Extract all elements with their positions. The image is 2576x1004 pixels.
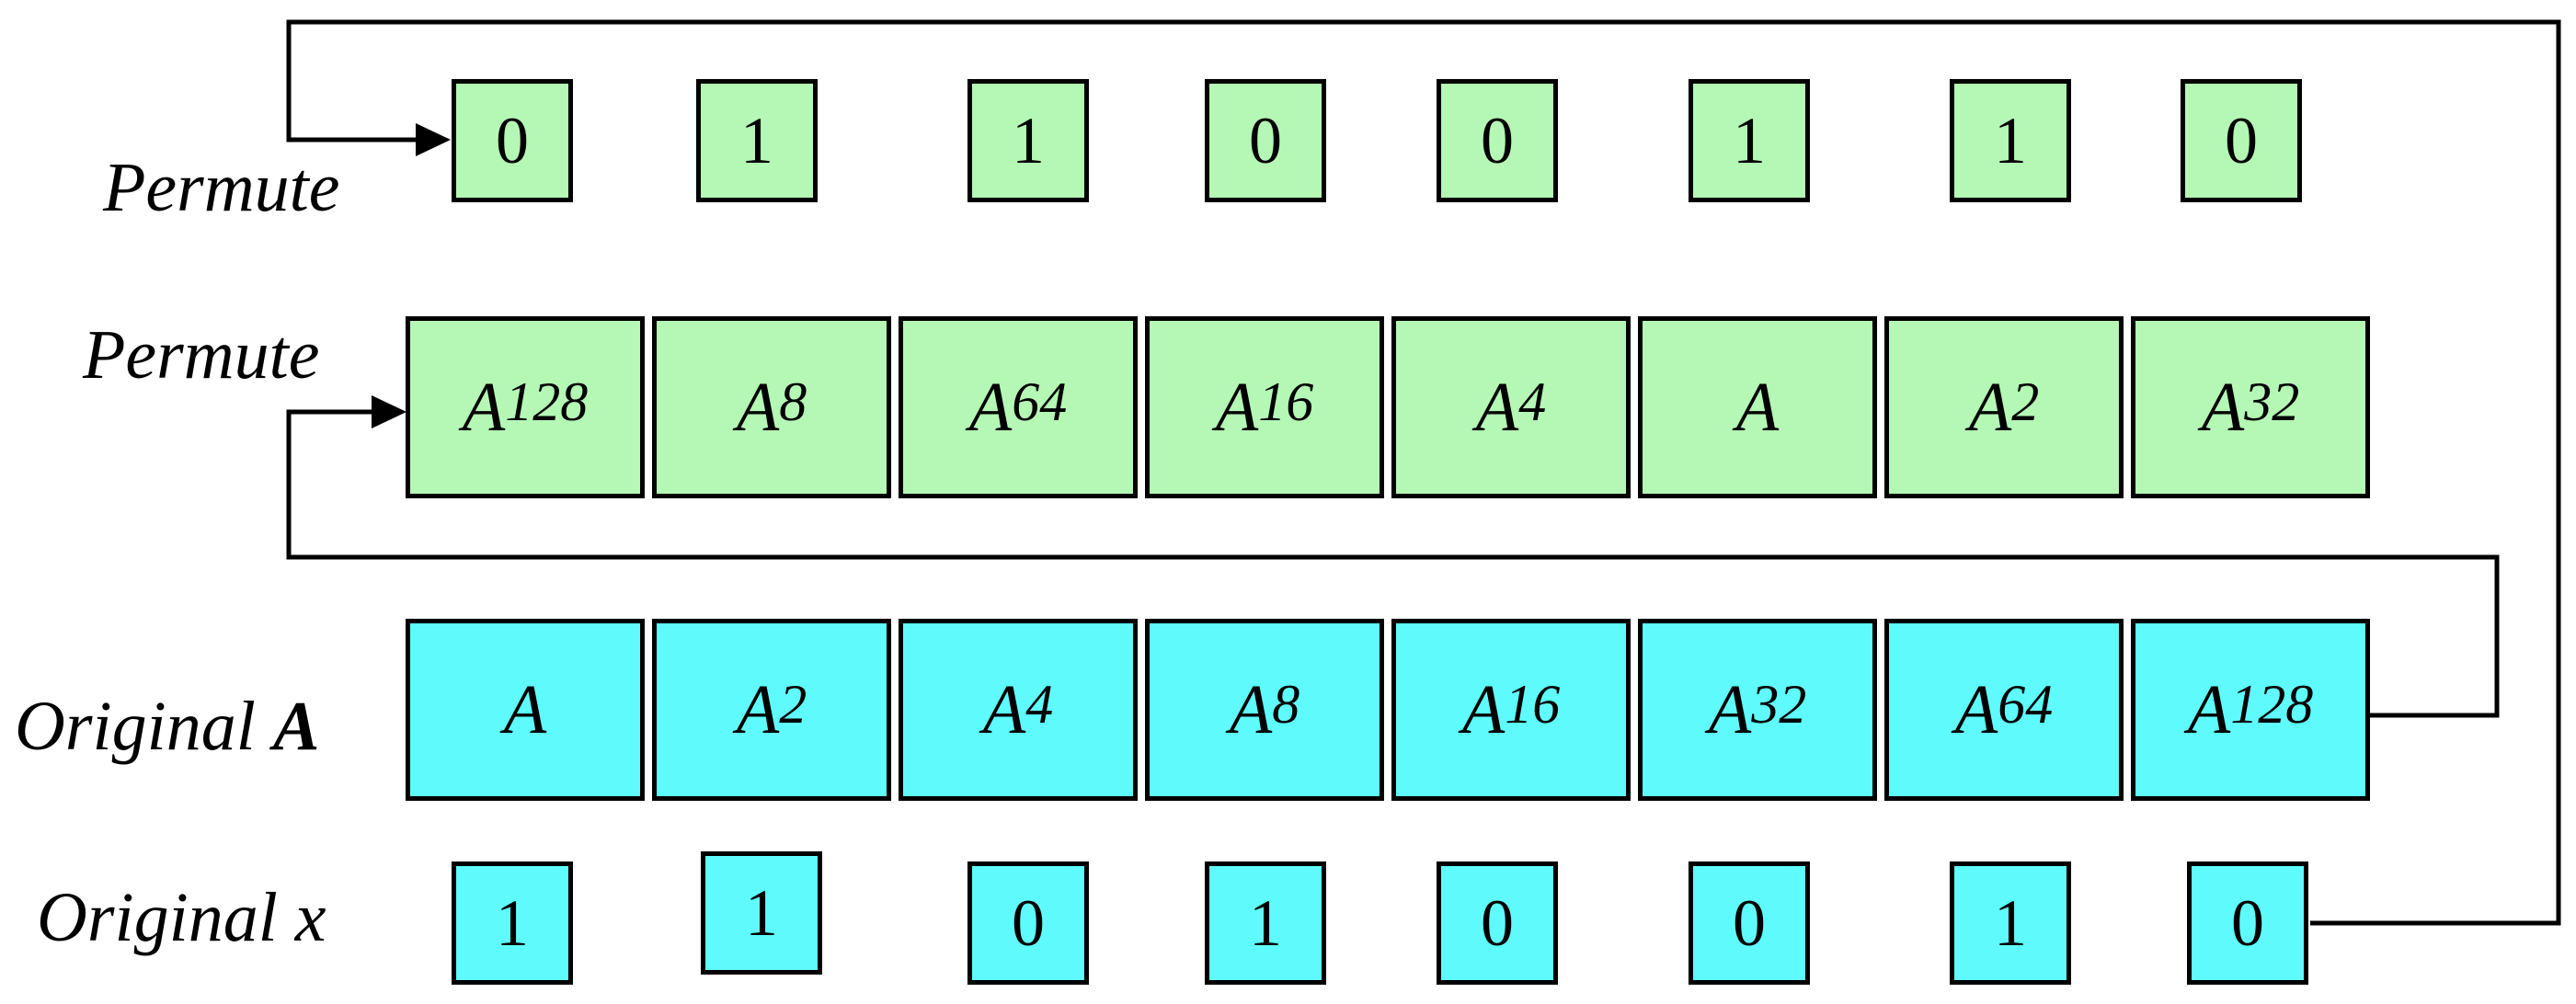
matrices-permute-arrowhead <box>372 395 406 428</box>
power-base: A <box>1475 368 1519 446</box>
power-base: A <box>1229 670 1273 748</box>
power-base: A <box>1735 368 1780 446</box>
original-power-box: A <box>406 619 645 801</box>
power-exponent: 128 <box>2230 674 2314 735</box>
permuted-power-box: A <box>1638 316 1877 498</box>
power-exponent: 16 <box>1258 371 1314 432</box>
original-a-label-text: Original <box>15 688 273 765</box>
original-x-label: Original x <box>37 879 326 956</box>
bit-value: 0 <box>496 103 529 177</box>
power-base: A <box>968 368 1013 446</box>
power-base: A <box>2187 670 2231 748</box>
power-exponent: 4 <box>1025 674 1054 735</box>
bit-value: 0 <box>2225 103 2258 177</box>
power-exponent: 128 <box>505 371 589 432</box>
power-exponent: 64 <box>1012 371 1068 432</box>
permuted-bit-box: 1 <box>1689 79 1810 202</box>
bits-permute-arrowhead <box>416 123 451 156</box>
bit-value: 1 <box>740 103 773 177</box>
bit-value: 0 <box>1733 885 1766 960</box>
original-bit-box: 0 <box>967 861 1089 985</box>
power-exponent: 2 <box>2011 371 2040 432</box>
power-base: A <box>462 368 506 446</box>
permuted-bit-box: 1 <box>1950 79 2071 202</box>
original-bit-box: 1 <box>452 861 573 985</box>
permute-bits-label: Permute <box>103 149 340 226</box>
bit-value: 1 <box>745 875 778 950</box>
bit-value: 1 <box>1249 885 1282 960</box>
bits-permute-connector <box>286 19 2561 926</box>
power-base: A <box>503 670 547 748</box>
power-exponent: 16 <box>1505 674 1561 735</box>
permuted-bit-box: 0 <box>2181 79 2302 202</box>
bit-value: 1 <box>496 885 529 960</box>
bit-value: 1 <box>1012 103 1045 177</box>
power-exponent: 64 <box>1998 674 2054 735</box>
bit-value: 1 <box>1733 103 1766 177</box>
permuted-bit-box: 0 <box>1205 79 1326 202</box>
power-base: A <box>1461 670 1506 748</box>
matrices-permute-connector <box>286 409 2500 718</box>
original-bit-box: 0 <box>2187 861 2308 985</box>
power-base: A <box>736 368 780 446</box>
power-base: A <box>1968 368 2012 446</box>
power-exponent: 32 <box>1751 674 1807 735</box>
permuted-bit-box: 1 <box>696 79 818 202</box>
power-base: A <box>736 670 780 748</box>
power-exponent: 2 <box>779 674 807 735</box>
permuted-bit-box: 0 <box>1437 79 1558 202</box>
power-base: A <box>1954 670 1998 748</box>
original-a-label-symbol: A <box>272 688 320 765</box>
power-base: A <box>1215 368 1259 446</box>
bit-value: 0 <box>1481 103 1514 177</box>
original-bit-box: 1 <box>1950 861 2071 985</box>
original-a-label: Original A <box>15 691 320 761</box>
bit-value: 0 <box>1012 885 1045 960</box>
power-base: A <box>2201 368 2245 446</box>
original-bit-box: 0 <box>1437 861 1558 985</box>
power-base: A <box>982 670 1026 748</box>
original-bit-box: 1 <box>1205 861 1326 985</box>
bit-value: 0 <box>1249 103 1282 177</box>
power-exponent: 8 <box>779 371 807 432</box>
power-exponent: 32 <box>2244 371 2300 432</box>
power-exponent: 4 <box>1518 371 1547 432</box>
bit-value: 1 <box>1994 103 2027 177</box>
permuted-bit-box: 0 <box>452 79 573 202</box>
bit-value: 0 <box>2231 885 2264 960</box>
permuted-bit-box: 1 <box>967 79 1089 202</box>
original-bit-box: 0 <box>1689 861 1810 985</box>
bit-value: 1 <box>1994 885 2027 960</box>
power-exponent: 8 <box>1272 674 1300 735</box>
power-base: A <box>1708 670 1752 748</box>
bit-value: 0 <box>1481 885 1514 960</box>
original-bit-box: 1 <box>701 851 822 975</box>
permute-matrices-label: Permute <box>83 316 320 394</box>
